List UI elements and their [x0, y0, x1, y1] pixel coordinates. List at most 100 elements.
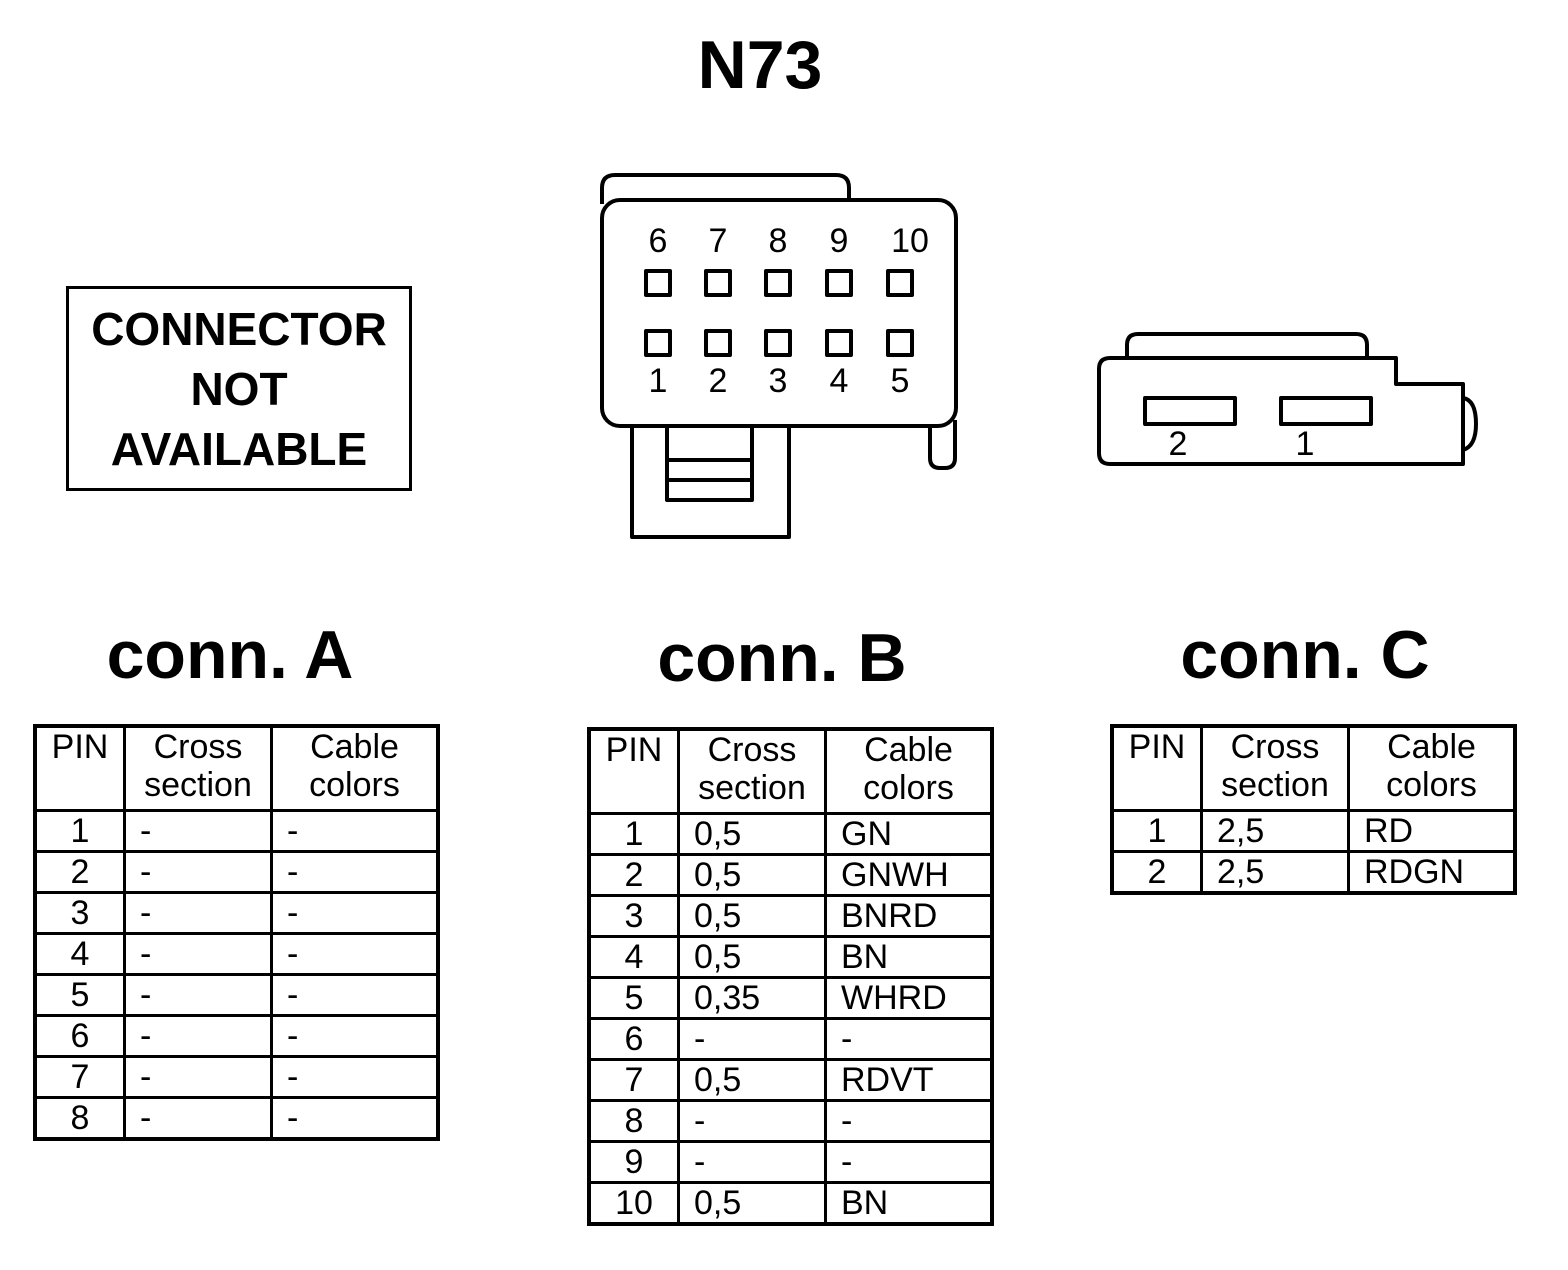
column-header-line: colors: [863, 769, 954, 807]
pin-cell: 9: [587, 1139, 680, 1184]
connector-b-pin-label: 4: [830, 362, 849, 400]
conn-b-title: conn. B: [657, 620, 907, 696]
column-header: PIN: [587, 727, 680, 815]
pin-cell: 1: [1110, 808, 1203, 853]
connector-b-pin-label: 7: [709, 222, 728, 260]
connector-c-body: [1097, 356, 1465, 466]
connector-b-cavity: [704, 329, 732, 357]
table-row: 4--: [33, 931, 440, 976]
cross-section-cell: 2,5: [1200, 849, 1350, 894]
pin-cell: 7: [33, 1054, 126, 1099]
cross-section-cell: 2,5: [1200, 808, 1350, 853]
table-row: 5--: [33, 972, 440, 1017]
connector-b-pin-label: 10: [891, 222, 929, 260]
column-header-line: PIN: [51, 728, 109, 766]
table-row: 8--: [33, 1095, 440, 1140]
column-header-line: PIN: [1128, 728, 1186, 766]
column-header: PIN: [1110, 724, 1203, 812]
connector-b-latch-inner: [665, 426, 754, 502]
page-title: N73: [697, 27, 823, 103]
connector-c-top-rib: [1125, 332, 1369, 358]
cross-section-cell: 0,35: [677, 975, 827, 1020]
na-line-1: CONNECTOR: [91, 302, 387, 355]
cross-section-cell: -: [123, 808, 273, 853]
pin-cell: 5: [587, 975, 680, 1020]
cross-section-cell: 0,5: [677, 1180, 827, 1225]
connector-a-not-available: CONNECTOR NOT AVAILABLE: [66, 286, 412, 491]
connector-b-drawing: [600, 173, 958, 539]
connector-c-cavity-2: [1143, 396, 1237, 426]
cross-section-cell: 0,5: [677, 1057, 827, 1102]
connector-b-pin-label: 8: [769, 222, 788, 260]
cable-color-cell: -: [270, 1054, 440, 1099]
table-row: 3--: [33, 890, 440, 935]
cable-color-cell: -: [270, 1013, 440, 1058]
connector-b-pin-label: 3: [769, 362, 788, 400]
connector-b-cavity: [886, 269, 914, 297]
connector-b-cavity: [764, 329, 792, 357]
connector-c-pin-label: 2: [1169, 425, 1188, 463]
pin-cell: 1: [587, 811, 680, 856]
cable-color-cell: BNRD: [824, 893, 994, 938]
column-header-line: Cable: [1387, 728, 1476, 766]
cable-color-cell: -: [270, 1095, 440, 1140]
pin-cell: 10: [587, 1180, 680, 1225]
cable-color-cell: WHRD: [824, 975, 994, 1020]
cable-color-cell: -: [824, 1098, 994, 1143]
pin-cell: 6: [587, 1016, 680, 1061]
cable-color-cell: -: [824, 1016, 994, 1061]
pin-cell: 8: [587, 1098, 680, 1143]
na-line-3: AVAILABLE: [110, 422, 368, 475]
column-header-line: Cross: [707, 731, 797, 769]
cross-section-cell: 0,5: [677, 852, 827, 897]
cross-section-cell: 0,5: [677, 893, 827, 938]
cable-color-cell: RDVT: [824, 1057, 994, 1102]
cross-section-cell: -: [123, 849, 273, 894]
table-row: 7--: [33, 1054, 440, 1099]
pin-cell: 6: [33, 1013, 126, 1058]
connector-c-drawing: [1097, 332, 1478, 466]
cross-section-cell: -: [123, 931, 273, 976]
cross-section-cell: -: [123, 1054, 273, 1099]
cross-section-cell: -: [677, 1098, 827, 1143]
table-row: 6--: [33, 1013, 440, 1058]
cable-color-cell: -: [270, 849, 440, 894]
pin-cell: 7: [587, 1057, 680, 1102]
conn-c-title: conn. C: [1180, 617, 1430, 693]
column-header-line: Cross: [1230, 728, 1320, 766]
column-header-line: section: [1221, 766, 1329, 804]
connector-b-body: [600, 198, 958, 428]
table-row: 2--: [33, 849, 440, 894]
cross-section-cell: -: [123, 972, 273, 1017]
column-header-line: colors: [1386, 766, 1477, 804]
connector-b-pin-label: 1: [649, 362, 668, 400]
pin-cell: 3: [587, 893, 680, 938]
cable-color-cell: RDGN: [1347, 849, 1517, 894]
cable-color-cell: -: [270, 808, 440, 853]
cross-section-cell: 0,5: [677, 811, 827, 856]
connector-b-cavity: [825, 329, 853, 357]
cable-color-cell: -: [270, 972, 440, 1017]
table-row: 8--: [587, 1098, 994, 1143]
pin-cell: 8: [33, 1095, 126, 1140]
connector-b-pin-label: 9: [830, 222, 849, 260]
table-row: 1--: [33, 808, 440, 853]
pin-cell: 3: [33, 890, 126, 935]
column-header-line: PIN: [605, 731, 663, 769]
connector-b-cavity: [825, 269, 853, 297]
connector-b-pin-label: 6: [649, 222, 668, 260]
